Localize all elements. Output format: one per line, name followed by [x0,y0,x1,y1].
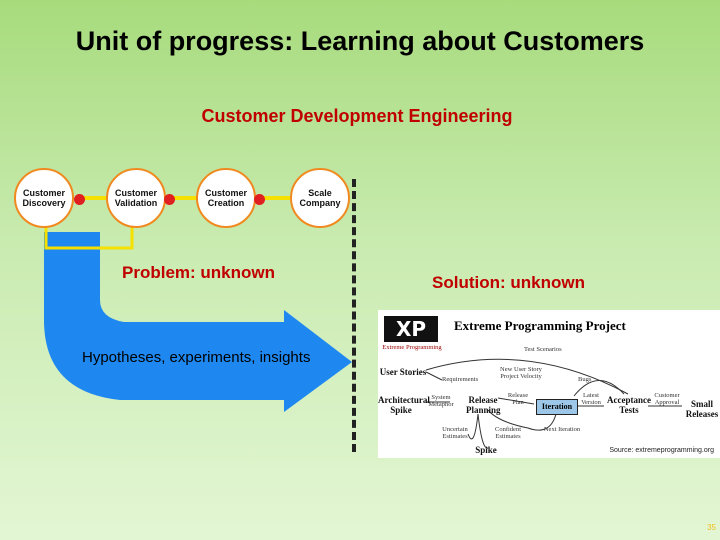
hypotheses-arrow [44,232,352,412]
xp-node-iteration: Iteration [536,399,578,415]
xp-label-uncertain-estimates: Uncertain Estimates [442,426,468,441]
xp-label-confident-estimates: Confident Estimates [495,426,521,441]
xp-title: Extreme Programming Project [454,318,626,333]
stop-icon [164,194,175,205]
slide-title: Unit of progress: Learning about Custome… [75,26,645,56]
xp-label-system-metaphor: System Metaphor [428,394,454,409]
xp-label-test-scenarios: Test Scenarios [524,346,562,353]
loop-connector [44,222,134,250]
xp-node-acceptance-tests: Acceptance Tests [607,395,651,415]
hypotheses-label: Hypotheses, experiments, insights [82,349,311,366]
xp-source: Source: extremeprogramming.org [609,447,714,454]
slide-subtitle: Customer Development Engineering [201,106,513,126]
xp-node-user-stories: User Stories [379,367,427,377]
stop-icon [254,194,265,205]
xp-logo: XP [384,316,438,342]
problem-label: Problem: unknown [122,263,275,282]
xp-label-latest-version: Latest Version [581,392,601,407]
xp-node-release-planning: Release Planning [466,395,501,415]
xp-node-small-releases: Small Releases [685,399,719,419]
page-number: 35 [707,523,716,532]
stop-icon [74,194,85,205]
xp-node-spike: Spike [475,445,497,455]
solution-label: Solution: unknown [432,273,585,292]
step-customer-creation: Customer Creation [196,168,256,228]
dashed-divider [352,179,356,452]
xp-label-customer-approval: Customer Approval [654,392,680,407]
xp-logo-caption: Extreme Programming [382,344,442,351]
xp-label-new-user-story: New User Story Project Velocity [500,366,542,381]
xp-label-bugs: Bugs [578,376,592,383]
xp-diagram: XP Extreme Programming Extreme Programmi… [378,310,720,458]
step-scale-company: Scale Company [290,168,350,228]
xp-label-next-iteration: Next Iteration [543,426,581,433]
xp-flow-lines [425,358,682,449]
step-customer-validation: Customer Validation [106,168,166,228]
xp-label-release-plan: Release Plan [507,392,529,407]
xp-node-architectural-spike: Architectural Spike [378,395,430,415]
step-customer-discovery: Customer Discovery [14,168,74,228]
customer-development-cycle: Customer Discovery Customer Validation C… [14,168,354,248]
xp-label-requirements: Requirements [442,376,479,383]
